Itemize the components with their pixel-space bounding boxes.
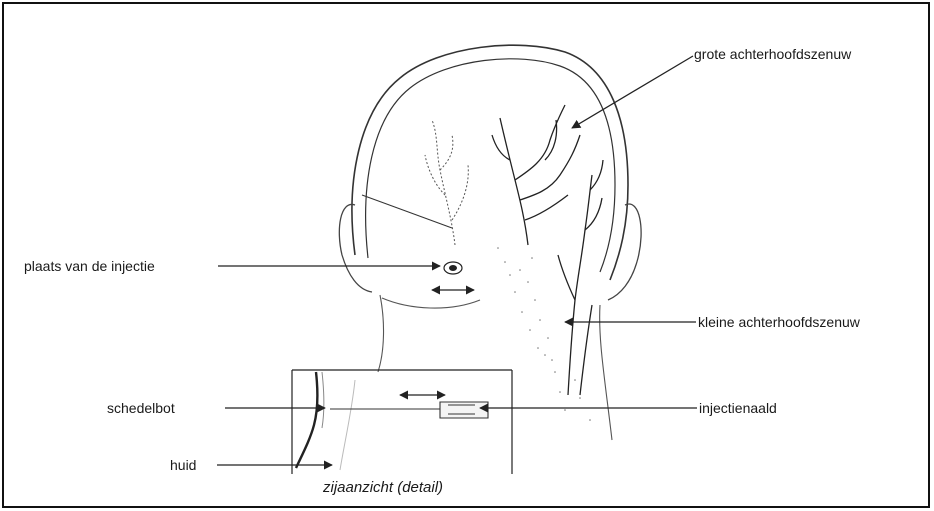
head-outline [352, 45, 628, 280]
inset-skull [296, 372, 317, 468]
label-plaats-van-de-injectie: plaats van de injectie [24, 258, 155, 274]
label-injectienaald: injectienaald [699, 400, 777, 416]
inset-needle [330, 402, 488, 418]
neck-outline [378, 295, 612, 440]
guide-line [362, 195, 452, 228]
greater-occipital-nerve [492, 105, 580, 245]
inset-skin [322, 372, 324, 428]
label-schedelbot: schedelbot [107, 400, 175, 416]
label-grote-achterhoofdszenuw: grote achterhoofdszenuw [694, 46, 851, 62]
caption-zijaanzicht: zijaanzicht (detail) [323, 480, 443, 496]
neck-stippling [497, 247, 591, 421]
lesser-occipital-nerve [558, 160, 603, 395]
label-kleine-achterhoofdszenuw: kleine achterhoofdszenuw [698, 314, 860, 330]
detail-inset [292, 370, 512, 474]
label-huid: huid [170, 457, 196, 473]
inset-soft-tissue [340, 380, 355, 470]
